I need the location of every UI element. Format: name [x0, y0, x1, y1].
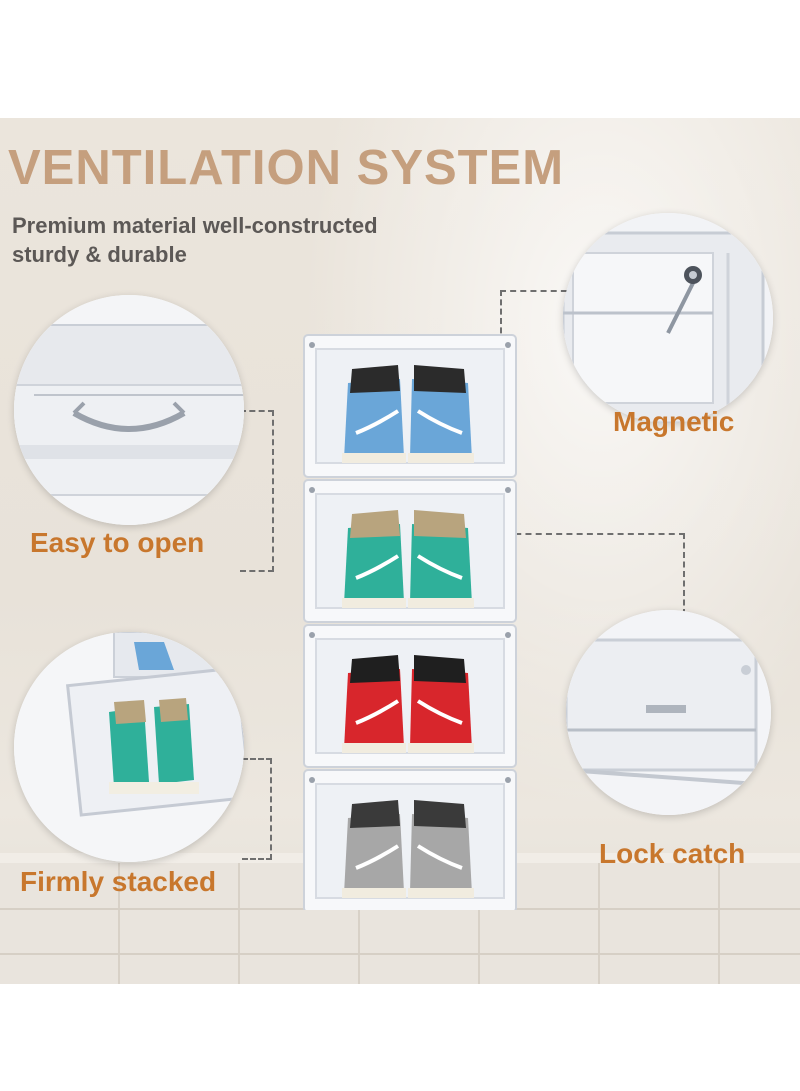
box-door: [315, 493, 505, 609]
subheadline-line-2: sturdy & durable: [12, 242, 187, 267]
box-screw: [309, 632, 315, 638]
shoe-left: [344, 814, 404, 894]
detail-circle-handle: [14, 295, 244, 525]
connector-magnetic: [500, 290, 577, 352]
shoe-left-collar: [350, 365, 400, 393]
shoe-sole: [408, 743, 474, 753]
box-screw: [309, 777, 315, 783]
shoe-sole: [408, 888, 474, 898]
shoe-left: [344, 379, 404, 459]
floor-board-line: [0, 953, 800, 955]
shoe-swoosh: [355, 844, 400, 870]
subheadline-line-1: Premium material well-constructed: [12, 213, 378, 238]
box-door: [315, 638, 505, 754]
shoe-box-tower: [300, 330, 520, 910]
box-screw: [309, 487, 315, 493]
shoe-left-collar: [350, 510, 400, 538]
detail-circle-magnet: [563, 213, 773, 423]
tower-graphic: [303, 334, 517, 910]
feature-label-magnetic: Magnetic: [613, 406, 735, 437]
headline: VENTILATION SYSTEM: [8, 141, 565, 195]
shoe-right-collar: [414, 800, 466, 828]
detail-circle-stacked-box: [14, 632, 244, 862]
connector-easy-open: [240, 410, 274, 572]
box-door: [315, 783, 505, 899]
shoe-right-collar: [414, 510, 466, 538]
box-screw: [505, 632, 511, 638]
shoe-right-collar: [414, 365, 466, 393]
shoe-sole: [342, 453, 406, 463]
shoe-swoosh: [355, 554, 400, 580]
feature-label-firmly-stacked: Firmly stacked: [20, 866, 217, 897]
shoe-swoosh: [355, 409, 400, 435]
shoe-left: [344, 669, 404, 749]
shoe-right: [410, 379, 472, 459]
connector-stacked: [242, 758, 272, 860]
shoe-left: [344, 524, 404, 604]
detail-circle-lock: [566, 610, 771, 815]
shoe-swoosh: [416, 844, 463, 870]
shoe-box: [303, 624, 517, 768]
shoe-right: [410, 669, 472, 749]
feature-label-lock-catch: Lock catch: [599, 838, 746, 869]
shoe-right: [410, 524, 472, 604]
box-screw: [505, 777, 511, 783]
box-door: [315, 348, 505, 464]
shoe-left-collar: [350, 655, 400, 683]
feature-label-easy-to-open: Easy to open: [30, 527, 205, 558]
shoe-sole: [342, 598, 406, 608]
shoe-sole: [408, 453, 474, 463]
shoe-swoosh: [416, 699, 463, 725]
subheadline: Premium material well-constructed sturdy…: [12, 211, 432, 269]
shoe-sole: [342, 888, 406, 898]
wood-floor: [0, 863, 800, 984]
box-screw: [505, 487, 511, 493]
box-screw: [309, 342, 315, 348]
shoe-box: [303, 479, 517, 623]
connector-lock-catch: [505, 533, 685, 615]
shoe-right: [410, 814, 472, 894]
shoe-sole: [408, 598, 474, 608]
shoe-right-collar: [414, 655, 466, 683]
shoe-box: [303, 769, 517, 910]
shoe-sole: [342, 743, 406, 753]
shoe-swoosh: [416, 554, 463, 580]
shoe-box: [303, 334, 517, 478]
shoe-swoosh: [355, 699, 400, 725]
shoe-left-collar: [350, 800, 400, 828]
box-screw: [505, 342, 511, 348]
shoe-swoosh: [416, 409, 463, 435]
